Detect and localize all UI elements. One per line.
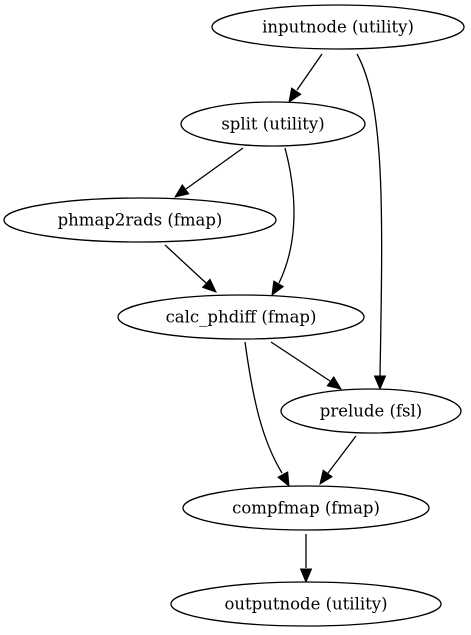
node-split[interactable]: split (utility) — [180, 101, 366, 147]
node-label: split (utility) — [221, 115, 324, 134]
arrow-head-icon — [299, 568, 313, 584]
edge-line — [278, 147, 295, 284]
node-outputnode[interactable]: outputnode (utility) — [170, 581, 442, 627]
edge-phmap2rads-to-calc_phdiff — [164, 244, 217, 293]
edge-compfmap-to-outputnode — [299, 534, 313, 584]
node-prelude[interactable]: prelude (fsl) — [280, 388, 462, 434]
edge-calc_phdiff-to-compfmap — [244, 341, 290, 488]
node-ellipse — [170, 581, 442, 627]
edge-line — [356, 53, 383, 377]
edge-line — [270, 341, 331, 382]
node-ellipse — [211, 4, 465, 50]
node-ellipse — [182, 485, 430, 531]
edge-inputnode-to-split — [288, 53, 323, 104]
arrow-head-icon — [173, 184, 190, 198]
edge-split-to-calc_phdiff — [271, 147, 295, 297]
node-phmap2rads[interactable]: phmap2rads (fmap) — [3, 197, 277, 243]
edge-calc_phdiff-to-prelude — [270, 341, 343, 390]
node-label: calc_phdiff (fmap) — [166, 308, 317, 327]
arrow-head-icon — [319, 469, 333, 486]
edges-layer — [164, 53, 387, 584]
edge-prelude-to-compfmap — [319, 435, 357, 486]
edge-line — [244, 341, 283, 474]
edge-line — [164, 244, 207, 284]
node-ellipse — [3, 197, 277, 243]
node-label: compfmap (fmap) — [232, 499, 380, 518]
arrow-head-icon — [277, 471, 290, 488]
node-label: prelude (fsl) — [320, 402, 422, 421]
edge-split-to-phmap2rads — [173, 147, 244, 198]
node-calc_phdiff[interactable]: calc_phdiff (fmap) — [117, 294, 365, 340]
edge-line — [327, 435, 357, 474]
node-ellipse — [117, 294, 365, 340]
node-label: phmap2rads (fmap) — [58, 211, 223, 230]
node-label: outputnode (utility) — [224, 595, 387, 614]
node-ellipse — [280, 388, 462, 434]
edge-line — [296, 53, 323, 91]
edge-inputnode-to-prelude — [356, 53, 387, 391]
arrow-head-icon — [326, 376, 343, 390]
node-label: inputnode (utility) — [262, 18, 414, 37]
node-ellipse — [180, 101, 366, 147]
nodes-layer: inputnode (utility) split (utility) phmap2… — [3, 4, 465, 627]
arrow-head-icon — [373, 375, 387, 391]
edge-line — [185, 147, 244, 190]
node-inputnode[interactable]: inputnode (utility) — [211, 4, 465, 50]
node-compfmap[interactable]: compfmap (fmap) — [182, 485, 430, 531]
arrow-head-icon — [271, 280, 285, 297]
arrow-head-icon — [201, 278, 217, 293]
arrow-head-icon — [288, 87, 302, 104]
